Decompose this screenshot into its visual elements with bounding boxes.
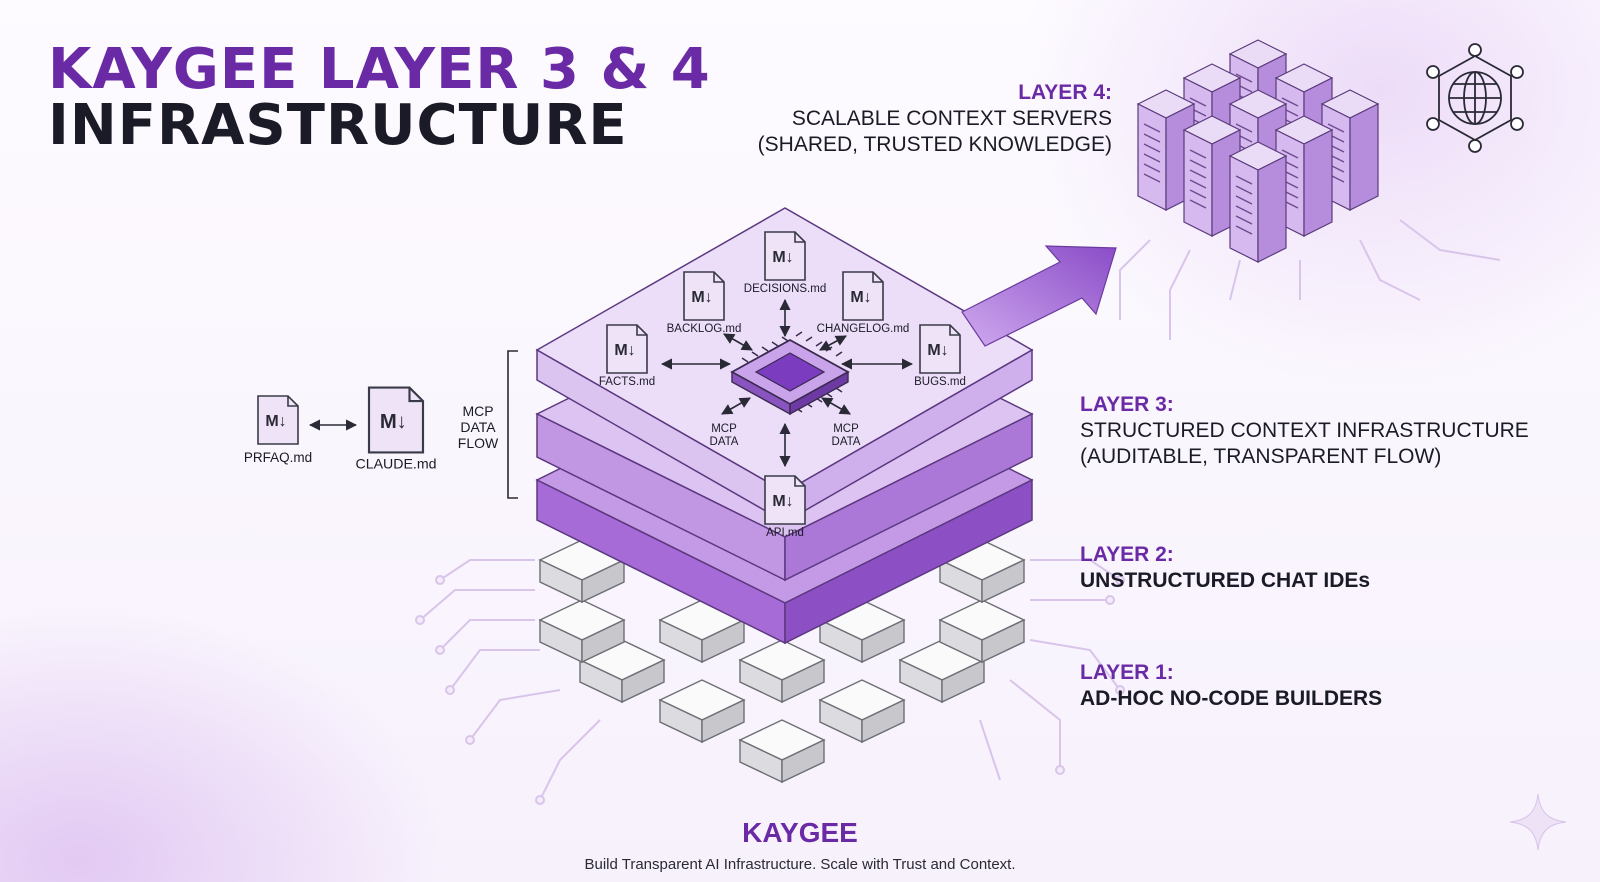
svg-text:PRFAQ.md: PRFAQ.md (244, 450, 312, 465)
cpu-chip-icon (730, 331, 850, 416)
svg-text:DATA: DATA (710, 436, 739, 448)
svg-text:M↓: M↓ (614, 342, 635, 359)
layer-2-label: LAYER 2: UNSTRUCTURED CHAT IDEs (1080, 543, 1371, 592)
svg-text:CLAUDE.md: CLAUDE.md (355, 457, 436, 473)
svg-text:API.md: API.md (766, 527, 804, 539)
svg-text:DECISIONS.md: DECISIONS.md (744, 283, 826, 295)
page-title-line-1: KAYGEE LAYER 3 & 4 (48, 37, 711, 102)
svg-text:M↓: M↓ (380, 411, 407, 433)
svg-text:M↓: M↓ (927, 342, 948, 359)
md-file-backlog: M↓ BACKLOG.md (667, 271, 742, 335)
svg-text:MCP: MCP (833, 423, 859, 435)
sparkle-icon (1509, 793, 1567, 851)
svg-text:BUGS.md: BUGS.md (914, 376, 966, 388)
svg-text:BACKLOG.md: BACKLOG.md (667, 323, 742, 335)
scale-up-arrow (961, 245, 1117, 347)
data-flow-arrows (308, 298, 914, 468)
circuit-traces (415, 219, 1501, 805)
mcp-data-label-left: MCP DATA (710, 423, 739, 448)
md-file-decisions: M↓ DECISIONS.md (744, 231, 826, 295)
svg-text:M↓: M↓ (772, 249, 793, 266)
svg-text:CHANGELOG.md: CHANGELOG.md (817, 323, 910, 335)
layer-3-bracket (507, 350, 518, 499)
md-file-facts: M↓ FACTS.md (599, 324, 655, 388)
md-file-bugs: M↓ BUGS.md (914, 324, 966, 388)
mcp-data-flow-label: MCP DATA FLOW (458, 403, 499, 451)
md-file-api: M↓ API.md (764, 475, 806, 539)
server-rack-icon (1137, 39, 1379, 263)
svg-text:FACTS.md: FACTS.md (599, 376, 655, 388)
globe-network-icon (1426, 43, 1524, 153)
svg-text:DATA: DATA (832, 436, 861, 448)
footer-brand: KAYGEE (742, 817, 858, 848)
layer-3-label: LAYER 3: STRUCTURED CONTEXT INFRASTRUCTU… (1080, 393, 1529, 468)
md-file-claude: M↓ CLAUDE.md (355, 386, 437, 473)
svg-text:M↓: M↓ (772, 493, 793, 510)
layer-1-label: LAYER 1: AD-HOC NO-CODE BUILDERS (1080, 661, 1383, 710)
svg-text:MCP: MCP (462, 403, 493, 419)
md-file-prfaq: M↓ PRFAQ.md (244, 395, 312, 465)
svg-text:M↓: M↓ (691, 289, 712, 306)
svg-text:FLOW: FLOW (458, 435, 499, 451)
footer-tagline: Build Transparent AI Infrastructure. Sca… (584, 856, 1016, 873)
svg-text:M↓: M↓ (265, 413, 286, 430)
svg-text:MCP: MCP (711, 423, 737, 435)
mcp-data-label-right: MCP DATA (832, 423, 861, 448)
page-title-line-2: INFRASTRUCTURE (48, 93, 628, 158)
layer-4-label: LAYER 4: SCALABLE CONTEXT SERVERS (SHARE… (757, 81, 1112, 156)
svg-text:DATA: DATA (460, 419, 496, 435)
md-file-changelog: M↓ CHANGELOG.md (817, 271, 910, 335)
svg-text:M↓: M↓ (850, 289, 871, 306)
